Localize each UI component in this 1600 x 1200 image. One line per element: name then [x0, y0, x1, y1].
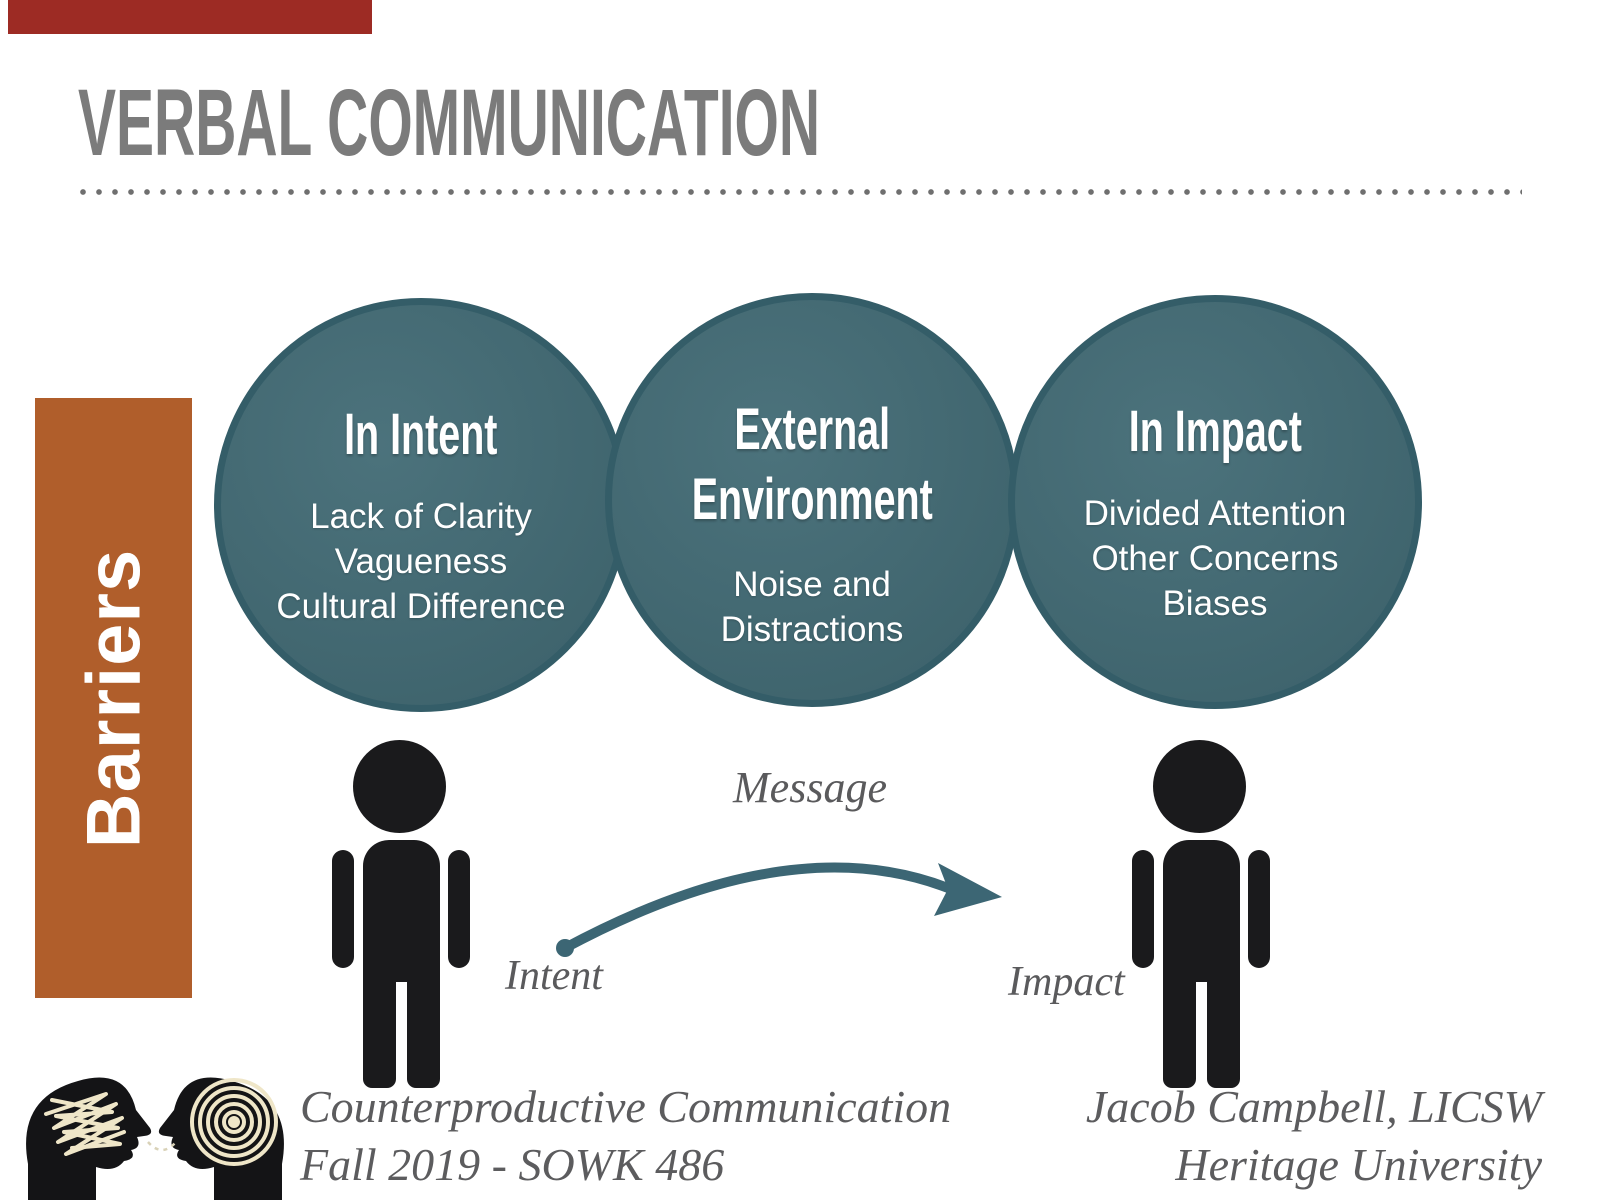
person-leg: [1207, 982, 1240, 1088]
circle-in-impact: In Impact Divided Attention Other Concer…: [1008, 295, 1422, 709]
impact-label: Impact: [1008, 959, 1125, 1005]
person-torso: [363, 840, 440, 982]
person-leg: [1163, 982, 1196, 1088]
barriers-banner: Barriers: [35, 398, 192, 998]
message-label: Message: [733, 763, 887, 812]
intent-label: Intent: [505, 953, 603, 999]
person-head: [353, 740, 446, 833]
circle-in-intent-heading: In Intent: [344, 402, 498, 467]
message-arrow-icon: [556, 862, 1002, 957]
circle-in-impact-heading: In Impact: [1128, 399, 1302, 464]
footer-author-line2: Heritage University: [1175, 1139, 1542, 1190]
dotted-divider: [80, 188, 1522, 196]
top-accent-bar: [8, 0, 372, 34]
person-arm: [1248, 850, 1270, 968]
footer-author-line1: Jacob Campbell, LICSW: [1085, 1081, 1542, 1132]
person-leg: [363, 982, 396, 1088]
person-leg: [407, 982, 440, 1088]
barriers-label: Barriers: [71, 548, 156, 848]
person-figure-right-icon: [1131, 740, 1271, 1088]
person-arm: [332, 850, 354, 968]
person-arm: [1132, 850, 1154, 968]
person-head: [1153, 740, 1246, 833]
talking-heads-icon: [26, 1077, 284, 1200]
circle-external-environment-heading: External Environment: [691, 397, 933, 532]
circle-external-environment: External Environment Noise and Distracti…: [605, 293, 1019, 707]
circle-external-environment-body: Noise and Distractions: [720, 565, 904, 650]
person-arm: [448, 850, 470, 968]
footer-course-line1: Counterproductive Communication: [300, 1081, 952, 1132]
footer-author-credit: Jacob Campbell, LICSW Heritage Universit…: [1086, 1078, 1542, 1194]
circle-in-intent-body: Lack of Clarity Vagueness Cultural Diffe…: [276, 496, 566, 626]
footer-course-line2: Fall 2019 - SOWK 486: [300, 1139, 725, 1190]
circle-in-intent: In Intent Lack of Clarity Vagueness Cult…: [214, 298, 628, 712]
person-figure-left-icon: [331, 740, 471, 1088]
circle-in-impact-body: Divided Attention Other Concerns Biases: [1083, 493, 1347, 623]
person-torso: [1163, 840, 1240, 982]
footer-course-credit: Counterproductive Communication Fall 201…: [300, 1078, 951, 1194]
page-title: VERBAL COMMUNICATION: [78, 70, 821, 176]
